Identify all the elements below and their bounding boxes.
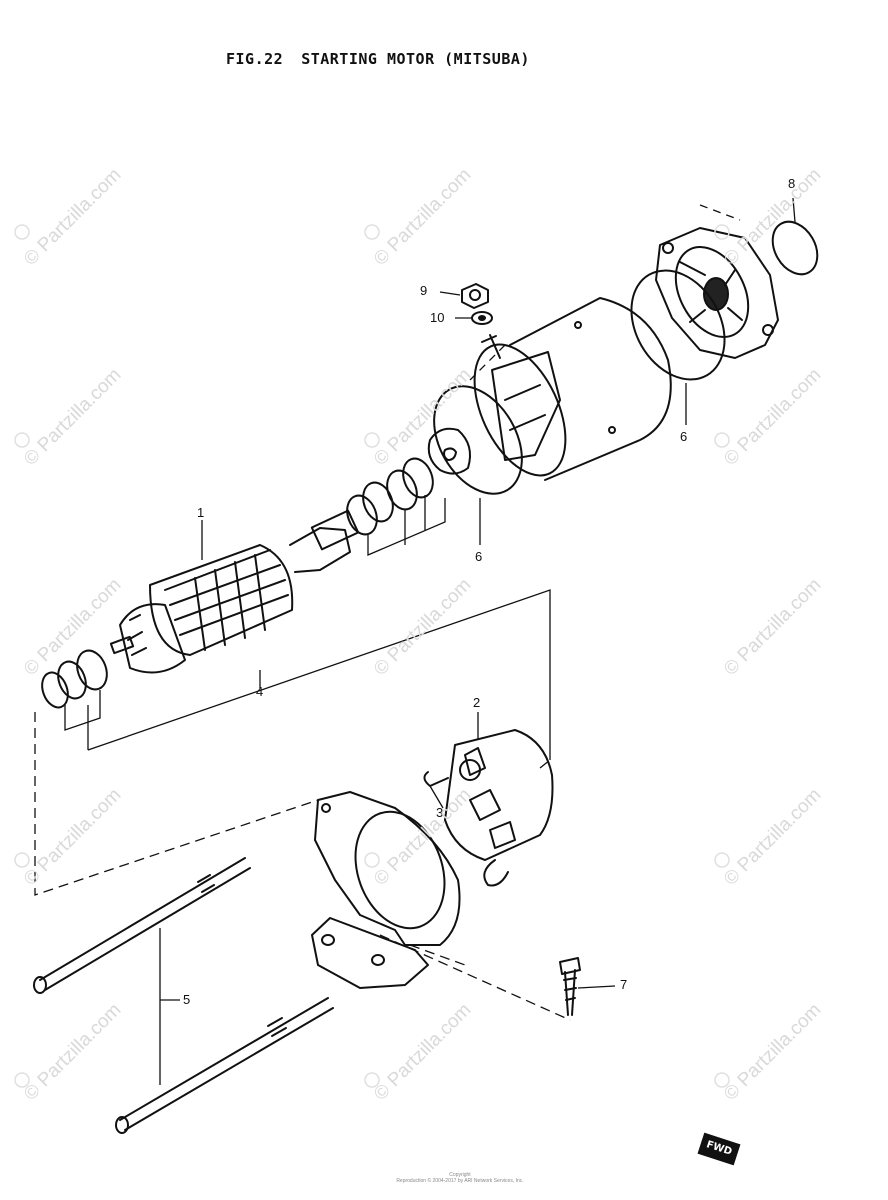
- shim-washers-upper[interactable]: [342, 454, 438, 538]
- leader-9: [439, 291, 461, 296]
- shim-washers-lower[interactable]: [38, 646, 112, 711]
- callout-7[interactable]: 7: [620, 977, 628, 992]
- washer-10[interactable]: [471, 311, 493, 325]
- figure-title: FIG.22 STARTING MOTOR (MITSUBA): [226, 50, 548, 68]
- callout-6-upper[interactable]: 6: [680, 429, 688, 444]
- figure-caption: STARTING MOTOR (MITSUBA): [301, 50, 530, 68]
- bracket-5: [159, 928, 180, 1085]
- callout-4[interactable]: 4: [256, 684, 264, 699]
- watermark-copyright-icons: [14, 224, 730, 1088]
- armature[interactable]: [109, 509, 360, 674]
- seal-ring-6-upper[interactable]: [613, 254, 744, 396]
- assembly-dash-line: [34, 712, 571, 1021]
- nut-9[interactable]: [461, 283, 489, 309]
- callout-10[interactable]: 10: [430, 310, 445, 325]
- figure-number: FIG.22: [226, 50, 284, 68]
- leader-8: [792, 197, 796, 223]
- bracket-4: [87, 589, 551, 760]
- bracket-washers-upper: [367, 495, 446, 556]
- brush-holder[interactable]: [444, 729, 554, 861]
- assembly-dash-top: [469, 204, 741, 381]
- through-bolt-lower[interactable]: [115, 997, 334, 1134]
- leader-7: [577, 985, 616, 989]
- leader-3: [429, 785, 444, 809]
- end-cover[interactable]: [655, 227, 779, 359]
- callout-3[interactable]: 3: [436, 805, 444, 820]
- callout-5[interactable]: 5: [183, 992, 191, 1007]
- thrust-washer[interactable]: [427, 427, 471, 475]
- callout-8[interactable]: 8: [788, 176, 796, 191]
- copyright-line-1: Copyright: [449, 1172, 471, 1178]
- through-bolt-upper[interactable]: [33, 857, 251, 994]
- callout-1[interactable]: 1: [197, 505, 205, 520]
- copyright-line-2: Reproduction © 2004-2017 by ARI Network …: [396, 1178, 524, 1184]
- seal-ring-6-lower[interactable]: [416, 371, 540, 509]
- brush[interactable]: [423, 771, 509, 887]
- copyright-footer: Copyright Reproduction © 2004-2017 by AR…: [380, 1172, 540, 1184]
- screw-7[interactable]: [559, 957, 581, 1016]
- motor-yoke[interactable]: [456, 297, 672, 490]
- callout-9[interactable]: 9: [420, 283, 428, 298]
- callout-2[interactable]: 2: [473, 695, 481, 710]
- o-ring-8[interactable]: [764, 214, 827, 282]
- bracket-washers-lower: [64, 690, 101, 750]
- callout-6-lower[interactable]: 6: [475, 549, 483, 564]
